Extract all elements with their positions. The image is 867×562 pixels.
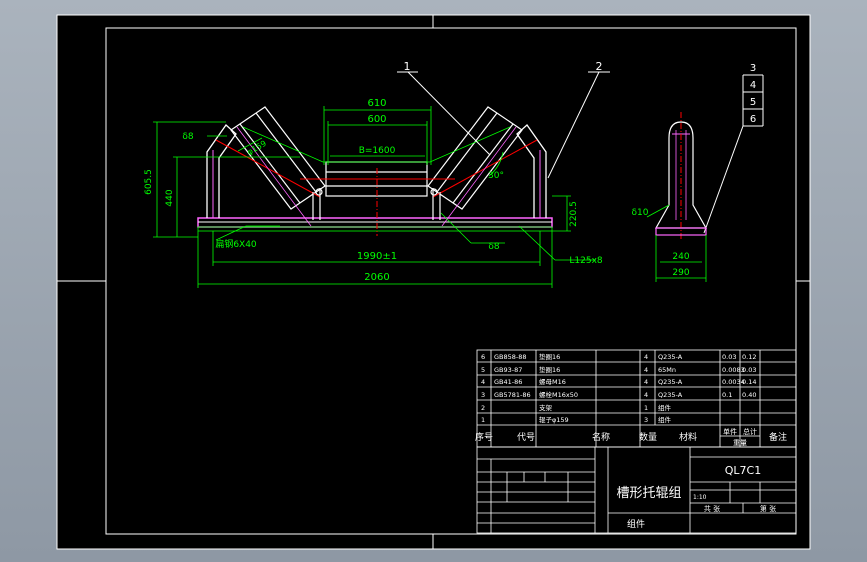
bom-row-2-material: 组件	[658, 403, 672, 412]
bom-header-remark: 备注	[769, 431, 787, 443]
title-block-text: QL7C1 槽形托辊组 组件 1:10 共 张 第 张	[616, 464, 776, 530]
bom-row-6-code: GB858-88	[494, 353, 527, 361]
bom-row-2-no: 2	[481, 404, 485, 412]
front-dimensions	[153, 106, 596, 288]
front-view: 610 600 B=1600 30° 605.5 440 220.5 δ8 φ1…	[144, 60, 610, 288]
base-foot	[197, 226, 553, 232]
drawing-title: 槽形托辊组	[616, 486, 681, 501]
dim-290: 290	[672, 268, 689, 278]
bom-row-1-material: 组件	[658, 415, 672, 424]
dim-overall: 2060	[364, 272, 389, 283]
dim-bolt-left: δ8	[182, 132, 194, 142]
title-block	[476, 446, 797, 534]
centring-marks	[57, 15, 810, 549]
bom-row-5-material: 65Mn	[658, 366, 676, 374]
bom-row-3-unit: 0.1	[722, 391, 732, 399]
bom-row-5-qty: 4	[644, 366, 648, 374]
bom-row-4-unit: 0.0034	[722, 378, 745, 386]
bom-row-4-qty: 4	[644, 378, 648, 386]
side-dimensions	[646, 204, 707, 282]
bom-row-1-name: 辊子φ159	[539, 415, 569, 424]
bom-row-4-total: 0.14	[742, 378, 756, 386]
bom-header-unit: 单件	[723, 427, 737, 436]
dim-height-220: 220.5	[569, 201, 579, 227]
bom-row-3-code: GB5781-86	[494, 391, 531, 399]
dim-channel: 扁钢6X40	[215, 238, 257, 250]
belt-profile	[242, 126, 511, 163]
bom-row-4-code: GB41-86	[494, 378, 522, 386]
bom-row-5-total: 0.03	[742, 366, 756, 374]
dim-bolt-right: δ8	[488, 242, 500, 252]
callout-leaders	[397, 71, 610, 179]
drawing-category: 组件	[627, 518, 645, 530]
bom-row-4-no: 4	[481, 378, 485, 386]
bom-row-3-material: Q235-A	[658, 391, 683, 399]
bom-header: 序号 代号 名称 数量 材料 单件 总计 重量 备注	[475, 427, 787, 447]
bom-row-1-qty: 3	[644, 416, 648, 424]
dim-plate: δ10	[632, 208, 649, 218]
bom-row-6-material: Q235-A	[658, 353, 683, 361]
bom-row-3-total: 0.40	[742, 391, 756, 399]
bom-row-3-name: 螺栓M16x50	[539, 390, 578, 399]
dim-span: 1990±1	[357, 251, 397, 262]
side-bracket	[654, 121, 708, 229]
bom-row-5-unit: 0.0083	[722, 366, 745, 374]
bom-header-qty: 数量	[639, 431, 657, 443]
callout-6: 6	[750, 114, 756, 125]
drawing-scale: 1:10	[693, 494, 707, 501]
bom-rows: 6 GB858-88 垫圈16 4 Q235-A 0.03 0.12 5 GB9…	[481, 352, 756, 424]
bom-row-6-no: 6	[481, 353, 485, 361]
side-callout-stack	[703, 74, 764, 234]
sheets-total: 共 张	[704, 504, 720, 513]
bom-row-4-name: 螺母M16	[539, 377, 566, 386]
dim-610: 610	[367, 98, 386, 109]
side-base	[655, 227, 707, 236]
bom-row-2-qty: 1	[644, 404, 648, 412]
bom-header-weight: 重量	[733, 439, 747, 447]
callout-1: 1	[404, 60, 411, 73]
bom-row-5-name: 垫圈16	[539, 365, 560, 374]
bom-row-6-name: 垫圈16	[539, 352, 560, 361]
bom-row-6-unit: 0.03	[722, 353, 736, 361]
callout-4: 4	[750, 80, 756, 91]
dim-height-440: 440	[165, 189, 175, 206]
side-view: 3 4 5 6 δ10 240 290	[632, 63, 764, 282]
bom-header-material: 材料	[679, 431, 697, 443]
dim-600: 600	[367, 114, 386, 125]
dim-belt-width: B=1600	[359, 146, 396, 156]
callout-3: 3	[750, 63, 756, 74]
bom-row-5-no: 5	[481, 366, 485, 374]
dim-slot: L125x8	[569, 256, 603, 266]
drawing-number: QL7C1	[725, 464, 761, 477]
sheet-number: 第 张	[760, 504, 776, 513]
dim-height-total: 605.5	[144, 169, 154, 195]
bom-header-code: 代号	[517, 432, 535, 443]
dim-240: 240	[672, 252, 689, 262]
bom-row-4-material: Q235-A	[658, 378, 683, 386]
dim-angle: 30°	[488, 171, 504, 181]
bom-header-total: 总计	[743, 427, 757, 436]
drawing-sheet	[56, 14, 811, 550]
bom-row-2-name: 支架	[539, 403, 553, 412]
bom-row-6-qty: 4	[644, 353, 648, 361]
bom-row-6-total: 0.12	[742, 353, 756, 361]
bom-row-3-qty: 4	[644, 391, 648, 399]
center-supports	[312, 188, 441, 220]
bom-row-1-no: 1	[481, 416, 485, 424]
callout-2: 2	[596, 60, 603, 73]
bom-header-name: 名称	[592, 431, 610, 443]
bom-row-3-no: 3	[481, 391, 485, 399]
angle-arc	[488, 151, 504, 177]
callout-5: 5	[750, 97, 756, 108]
bom-row-5-code: GB93-87	[494, 366, 522, 374]
bom-header-no: 序号	[475, 431, 493, 443]
